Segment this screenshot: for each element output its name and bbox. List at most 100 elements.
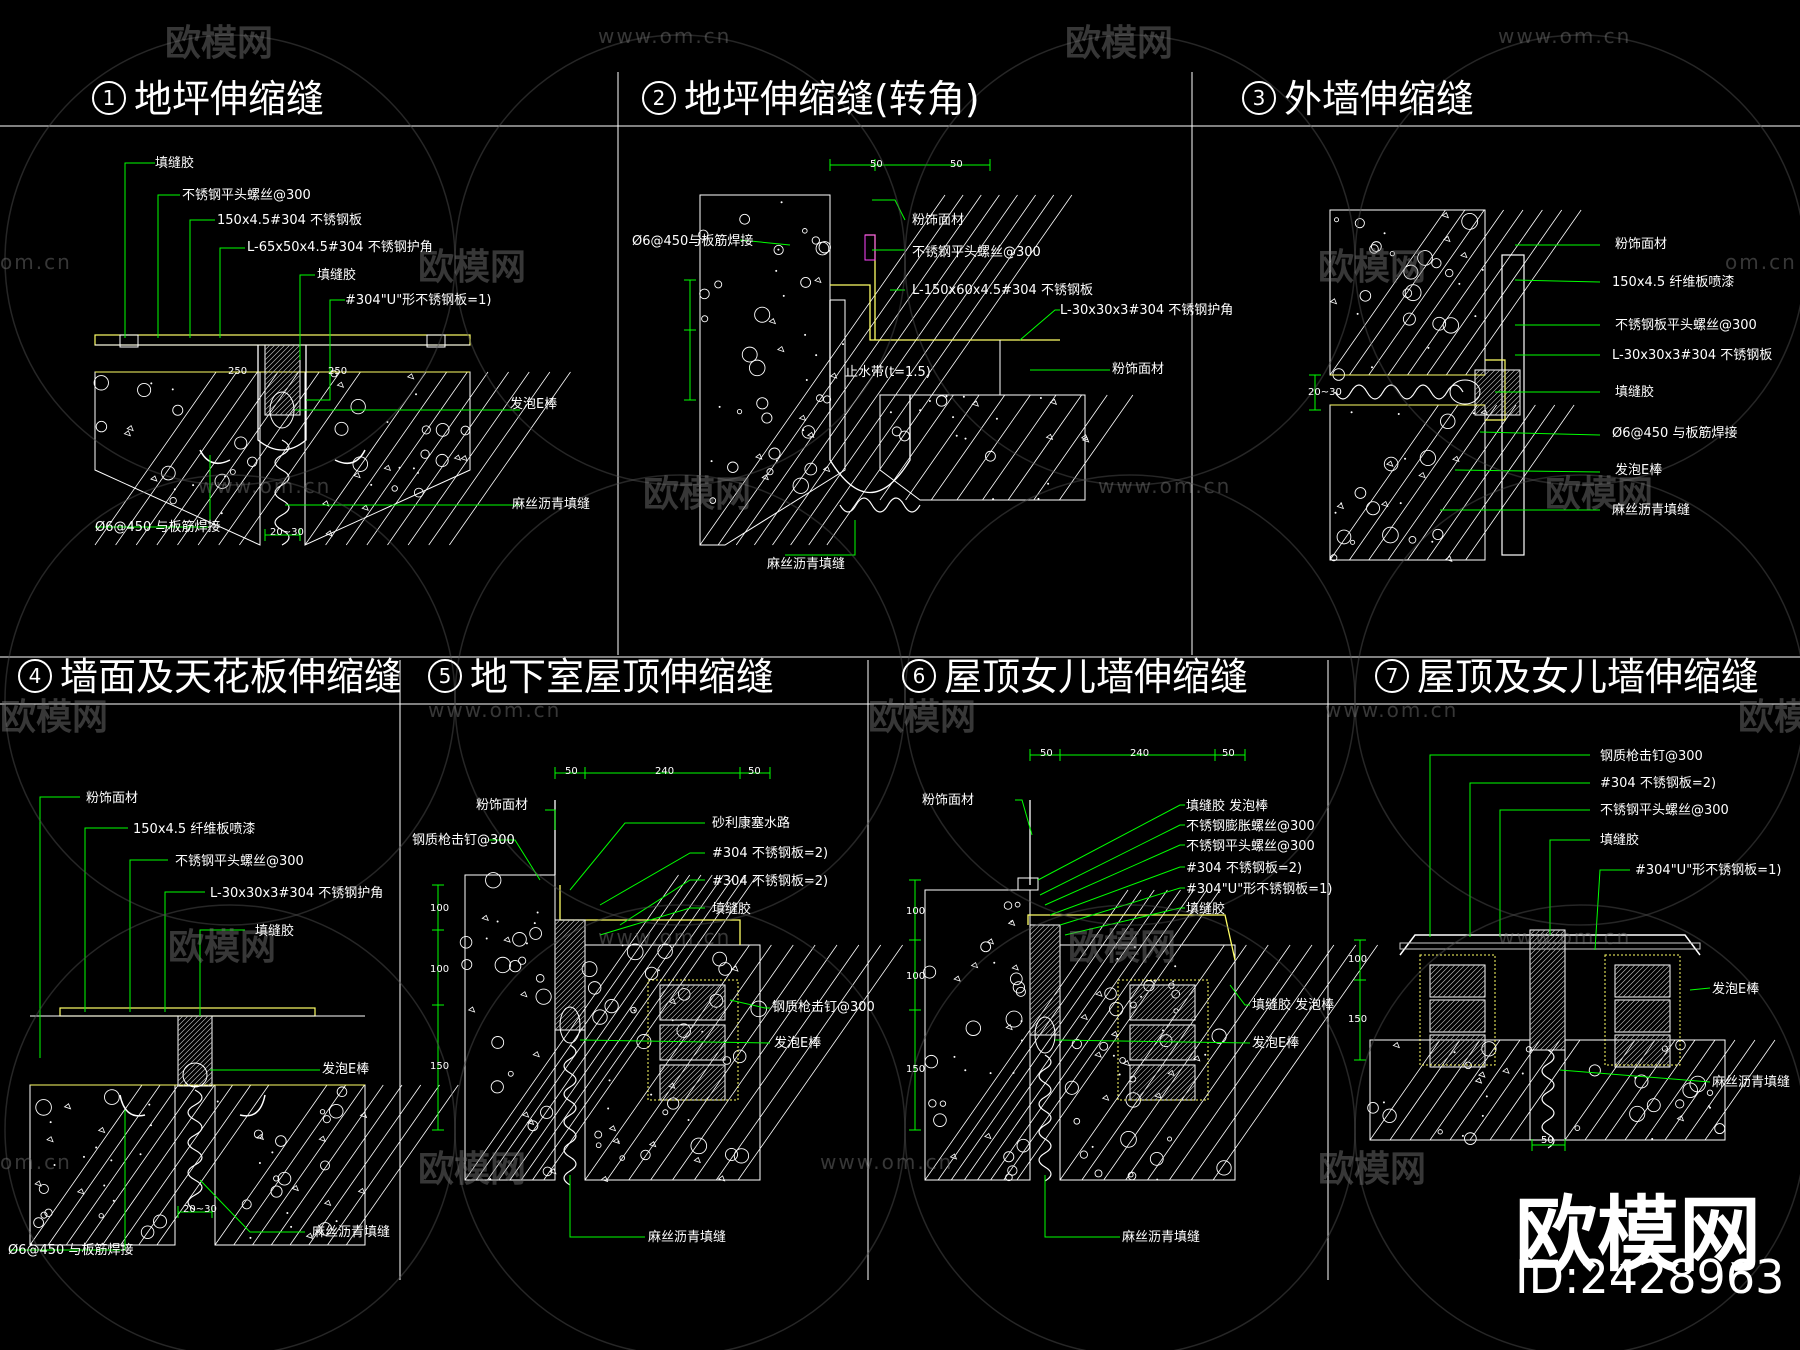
aggregate-circle (350, 398, 366, 415)
p1-annotation-label: 麻丝沥青填缝 (512, 497, 591, 512)
hatch-line (475, 874, 691, 1181)
concrete-right (584, 944, 761, 1181)
sealant-hatch (1534, 1019, 1566, 1051)
aggregate-dot (1709, 1106, 1712, 1109)
sealant-hatch (1484, 379, 1521, 416)
sealant-hatch (1667, 1029, 1671, 1033)
hatch-line (1190, 944, 1357, 1181)
sealant-hatch (1129, 984, 1166, 1021)
p5-annotation-label: 填缝胶 (712, 902, 752, 917)
aggregate-circle (336, 1086, 348, 1098)
aggregate-circle (1211, 1028, 1227, 1044)
sealant-hatch (279, 394, 301, 416)
p6-annotation-label: 50 (1040, 748, 1053, 759)
sealant-hatch (1029, 959, 1061, 991)
asphalt-hemp-filler (1038, 1054, 1052, 1182)
sealant-hatch (704, 1039, 726, 1061)
leader-line (164, 891, 205, 1012)
aggregate-dot (775, 269, 778, 272)
aggregate-dot (1156, 1178, 1159, 1181)
sealant-hatch (1029, 974, 1061, 1006)
aggregate-circle (1675, 1099, 1685, 1109)
sealant-hatch (1144, 1024, 1181, 1061)
hatch-line (1407, 209, 1524, 376)
aggregate-dot (192, 484, 195, 487)
aggregate-chip (1676, 1115, 1685, 1122)
sealant-hatch (177, 1021, 213, 1057)
aggregate-chip (1080, 1013, 1088, 1021)
watermark-circle (1354, 474, 1800, 926)
hatch-line (1489, 1039, 1561, 1141)
sealant-hatch (1134, 1024, 1171, 1061)
sealant-box (1614, 964, 1671, 998)
sealant-hatch (264, 344, 286, 366)
edge-sealant (119, 334, 139, 348)
sealant-hatch (1029, 994, 1061, 1026)
asphalt-hemp-filler (1334, 384, 1464, 400)
hatch-line (345, 371, 468, 546)
leader-line (729, 999, 770, 1009)
sealant-hatch (1529, 939, 1566, 976)
aggregate-chip (1005, 1023, 1013, 1031)
aggregate-circle (1149, 1151, 1164, 1166)
p5-annotation-label: 240 (655, 766, 675, 777)
aggregate-dot (777, 248, 780, 251)
sealant-hatch (579, 1024, 586, 1031)
aggregate-dot (1521, 1072, 1524, 1075)
p2-annotation-label: 粉饰面材 (1112, 362, 1165, 377)
sealant-hatch (264, 344, 291, 371)
aggregate-circle (485, 872, 502, 889)
sealant-hatch (1457, 969, 1486, 998)
sealant-hatch (177, 1041, 213, 1077)
sealant-hatch (1159, 1024, 1196, 1061)
sealant-hatch (1129, 1024, 1146, 1041)
hatch-line (1664, 1039, 1736, 1141)
aggregate-circle (518, 956, 527, 965)
hatch-line (1329, 209, 1446, 376)
leader-line (189, 219, 215, 338)
aggregate-circle (1015, 986, 1026, 997)
sealant-hatch (1652, 979, 1671, 998)
watermark-logo: 欧模网 (168, 927, 277, 968)
aggregate-circle (234, 436, 248, 450)
sealant-hatch (1474, 369, 1501, 396)
aggregate-circle (334, 421, 349, 436)
aggregate-circle (722, 1056, 732, 1065)
aggregate-chip (1477, 1071, 1486, 1078)
screw-mark (864, 234, 876, 261)
aggregate-chip (754, 453, 763, 460)
aggregate-dot (271, 1151, 274, 1154)
aggregate-dot (1404, 457, 1407, 460)
hatch-line (584, 944, 750, 1181)
aggregate-dot (1399, 502, 1402, 505)
aggregate-circle (592, 1009, 608, 1025)
detail-7-roof-parapet-joint (1354, 754, 1776, 1151)
sealant-hatch (1614, 999, 1641, 1026)
sealant-hatch (1029, 939, 1061, 971)
hatch-line (1387, 404, 1497, 561)
sealant-hatch (1467, 1049, 1486, 1068)
watermark-url: www.om.cn (198, 474, 332, 498)
hatch-line (1449, 1039, 1521, 1141)
aggregate-dot (370, 483, 373, 486)
hatch-line (735, 194, 982, 546)
sealant-hatch (1034, 1009, 1061, 1036)
panel-title-text-1: 地坪伸缩缝 (134, 77, 325, 121)
p4-annotation-label: 粉饰面材 (86, 791, 139, 806)
watermark-logo: 欧模网 (165, 23, 274, 64)
watermark-circle (1354, 904, 1800, 1350)
aggregate-dot (103, 1184, 106, 1187)
hatch-line (102, 1084, 215, 1246)
sealant-hatch (177, 1016, 213, 1052)
sealant-hatch (1429, 1034, 1446, 1051)
sealant-hatch (1637, 999, 1671, 1033)
aggregate-chip (1080, 434, 1089, 441)
aggregate-chip (532, 1051, 540, 1058)
aggregate-circle (662, 1109, 669, 1116)
sealant-hatch (1494, 389, 1521, 416)
aggregate-dot (150, 382, 153, 385)
sealant-hatch (1467, 1014, 1486, 1033)
hatch-line (464, 874, 679, 1181)
aggregate-chip (1385, 460, 1394, 467)
aggregate-circle (535, 974, 545, 983)
